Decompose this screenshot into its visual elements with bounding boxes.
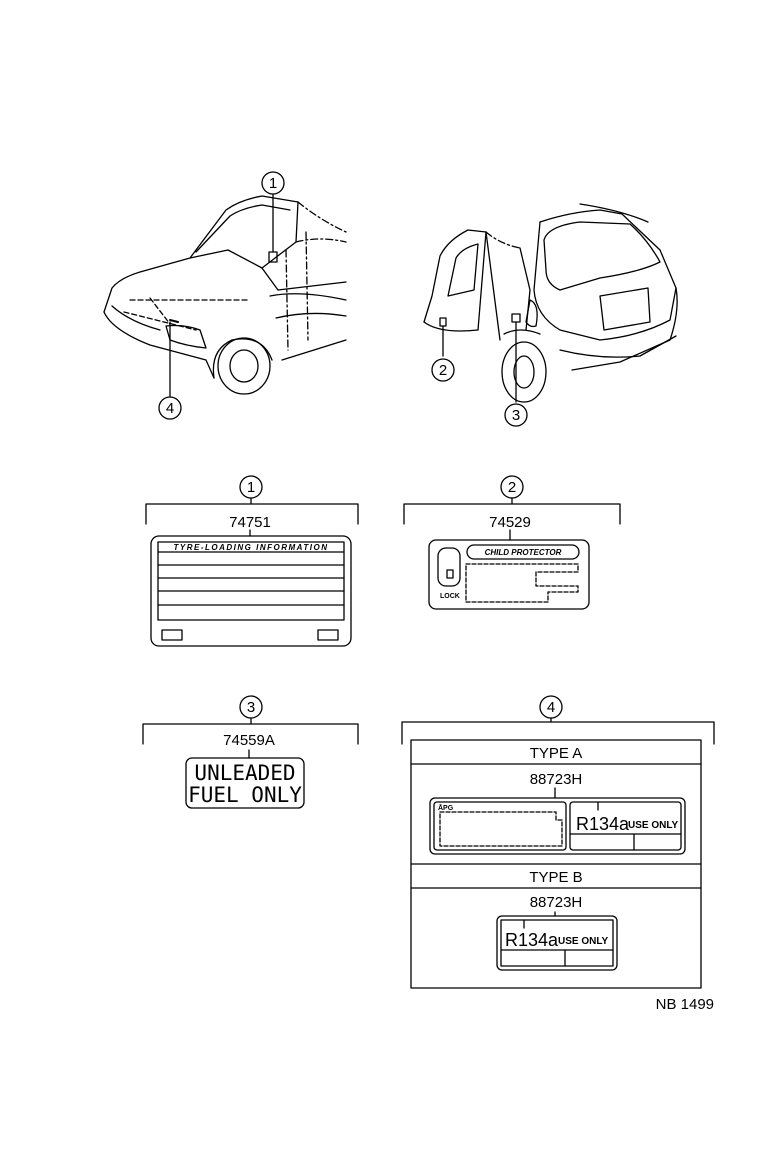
callout-3-rear: 3: [512, 407, 520, 424]
callout-circles: [158, 171, 563, 719]
type-a-r134a: R134a: [576, 814, 630, 834]
type-b-r134a: R134a: [505, 930, 559, 950]
label-88723h-drawing: [410, 739, 702, 989]
label-74529-drawing: [428, 529, 590, 610]
callout-1-front: 1: [269, 175, 277, 192]
label-74559a-drawing: [185, 749, 305, 809]
callout-2-label: 2: [508, 479, 516, 496]
callout-1-label: 1: [247, 479, 255, 496]
part-number-74559a: 74559A: [223, 732, 275, 749]
type-a-small-mark: ĀPG: [438, 804, 454, 812]
callout-4-front: 4: [166, 400, 174, 417]
part-number-88723h-b: 88723H: [530, 894, 583, 911]
fuel-only-text: FUEL ONLY: [188, 783, 302, 807]
type-a-use-only: USE ONLY: [628, 820, 679, 831]
figure-code: NB 1499: [656, 996, 714, 1013]
callout-2-rear: 2: [439, 362, 447, 379]
part-number-74751: 74751: [229, 514, 271, 531]
type-b-title: TYPE B: [529, 869, 582, 886]
part-number-74529: 74529: [489, 514, 531, 531]
type-b-use-only: USE ONLY: [558, 936, 609, 947]
callout-4-label: 4: [547, 699, 555, 716]
front-car-illustration: [103, 194, 347, 397]
child-protector-title: CHILD PROTECTOR: [485, 548, 562, 557]
rear-car-illustration: [423, 203, 678, 403]
tyre-loading-title: TYRE-LOADING INFORMATION: [174, 543, 329, 552]
label-74751-drawing: [150, 529, 352, 647]
callout-3-label: 3: [247, 699, 255, 716]
unleaded-text: UNLEADED: [194, 761, 295, 785]
type-a-title: TYPE A: [530, 745, 583, 762]
lock-text: LOCK: [440, 593, 460, 600]
brackets: [142, 497, 715, 745]
part-number-88723h-a: 88723H: [530, 771, 583, 788]
